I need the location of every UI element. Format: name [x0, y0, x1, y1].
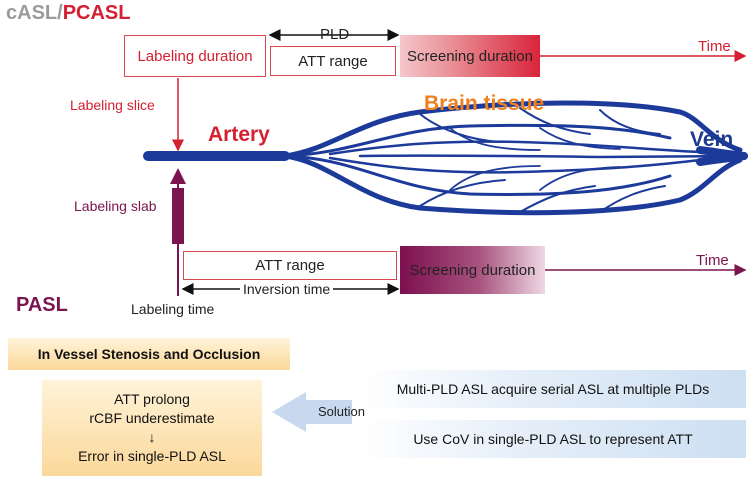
multi-pld-text: Multi-PLD ASL acquire serial ASL at mult…	[396, 381, 710, 397]
screening-duration-label-top: Screening duration	[407, 47, 533, 65]
stenosis-occlusion-box: In Vessel Stenosis and Occlusion	[8, 338, 290, 370]
error-single-pld-text: Error in single-PLD ASL	[78, 448, 226, 464]
solution-label: Solution	[318, 404, 365, 419]
pasl-title: PASL	[16, 294, 68, 316]
screening-duration-label-bottom: Screening duration	[409, 261, 536, 279]
artery-label: Artery	[208, 123, 270, 146]
pld-label: PLD	[320, 26, 350, 43]
inversion-time-label: Inversion time	[240, 281, 334, 297]
time-label-top: Time	[698, 38, 731, 55]
brain-tissue-label: Brain tissue	[424, 92, 545, 115]
att-range-box-bottom: ATT range	[183, 251, 397, 280]
title-casl: cASL/	[6, 2, 63, 24]
title-pcasl: PCASL	[62, 2, 131, 24]
down-arrow-icon: ↓	[148, 429, 156, 445]
casl-pcasl-title: cASL/PCASL	[6, 2, 130, 25]
vessel-tree	[143, 100, 748, 216]
cov-box: Use CoV in single-PLD ASL to represent A…	[360, 420, 746, 458]
stenosis-occlusion-label: In Vessel Stenosis and Occlusion	[37, 346, 261, 362]
cov-text: Use CoV in single-PLD ASL to represent A…	[413, 431, 693, 447]
labeling-slice-label: Labeling slice	[70, 97, 155, 113]
labeling-duration-label: Labeling duration	[137, 47, 253, 65]
solution-arrow	[272, 392, 352, 432]
att-range-label-top: ATT range	[298, 52, 368, 70]
time-label-bottom: Time	[696, 252, 729, 269]
vein-label: Vein	[690, 128, 734, 151]
labeling-slab-label: Labeling slab	[74, 198, 157, 214]
rcbf-underestimate-text: rCBF underestimate	[89, 410, 215, 426]
att-range-box-top: ATT range	[270, 46, 396, 76]
att-prolong-text: ATT prolong	[114, 391, 190, 407]
labeling-time-label: Labeling time	[131, 301, 215, 317]
consequences-box: ATT prolong rCBF underestimate ↓ Error i…	[42, 380, 262, 476]
att-range-label-bottom: ATT range	[255, 257, 325, 274]
screening-duration-box-top: Screening duration	[400, 35, 540, 77]
multi-pld-box: Multi-PLD ASL acquire serial ASL at mult…	[360, 370, 746, 408]
screening-duration-box-bottom: Screening duration	[400, 246, 545, 294]
labeling-duration-box: Labeling duration	[124, 35, 266, 77]
